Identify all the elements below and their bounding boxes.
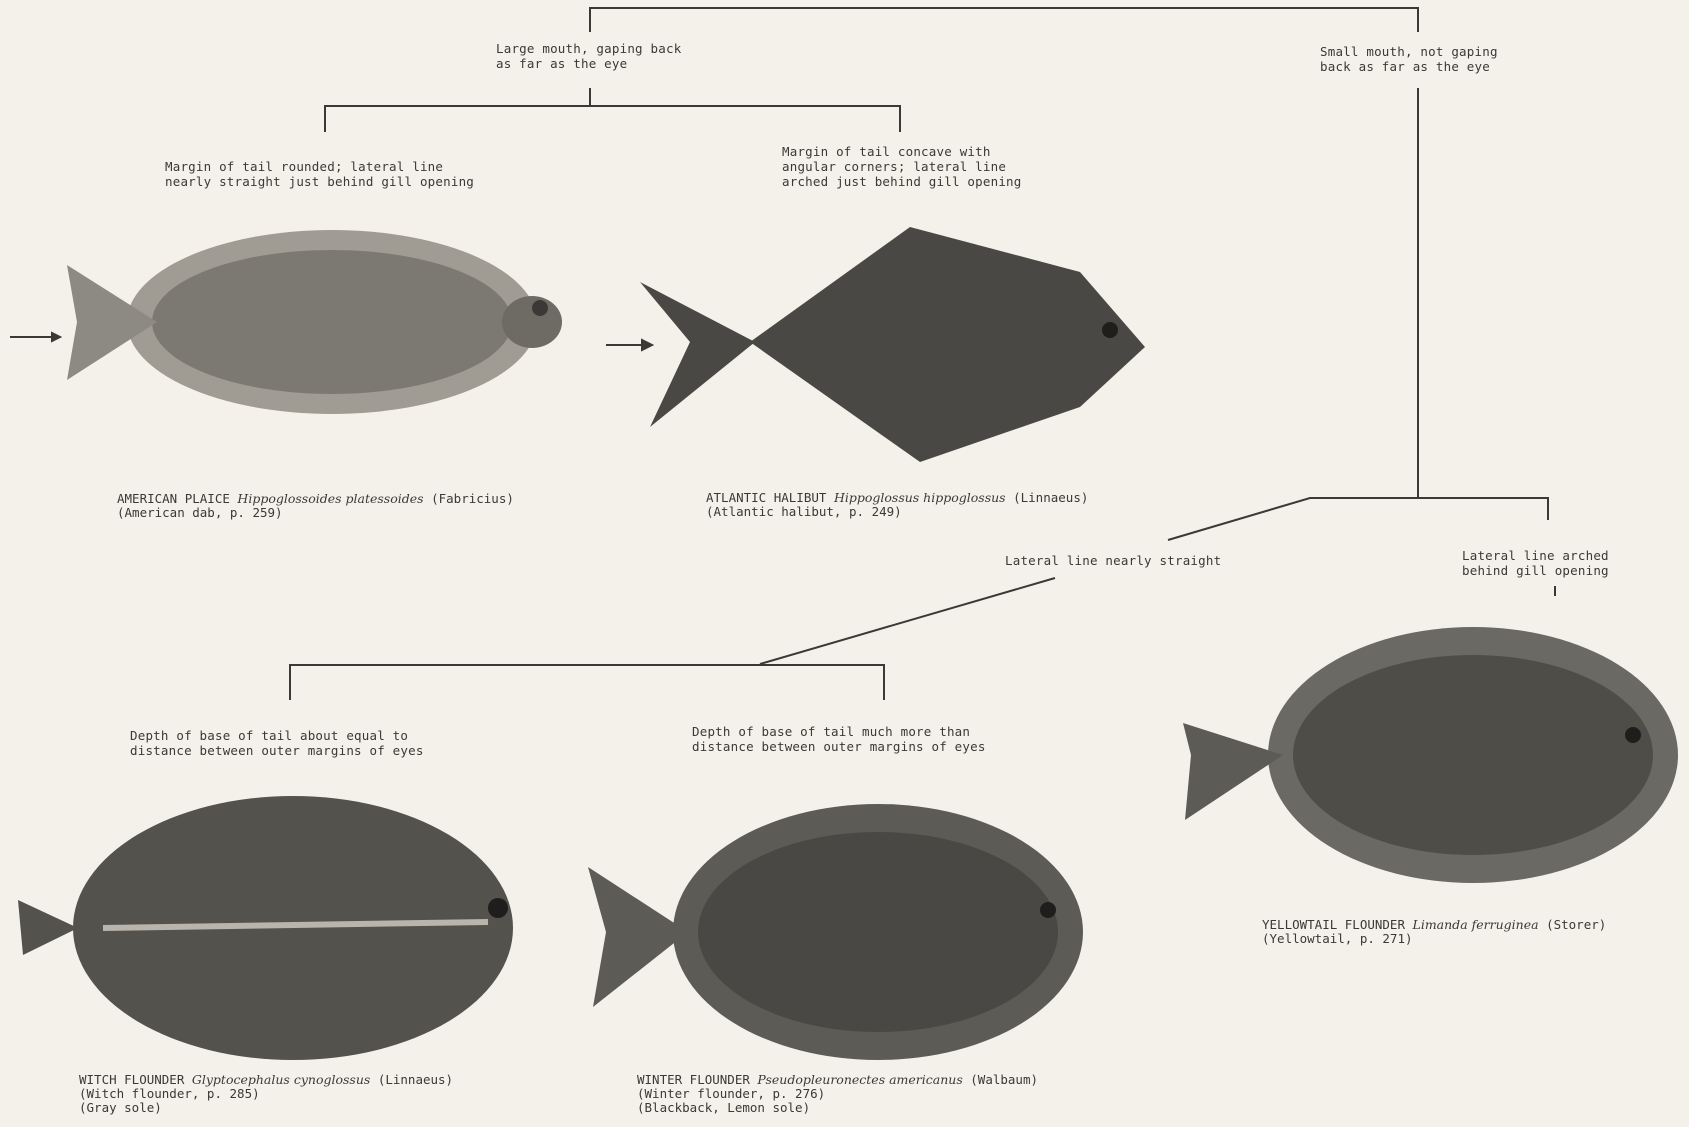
tail-equal-label: Depth of base of tail about equal to dis… bbox=[130, 728, 424, 758]
species-author: (Walbaum) bbox=[970, 1072, 1038, 1087]
species-caption-american-plaice: AMERICAN PLAICE Hippoglossoides platesso… bbox=[117, 492, 514, 520]
species-caption-winter-flounder: WINTER FLOUNDER Pseudopleuronectes ameri… bbox=[637, 1073, 1038, 1115]
tail-rounded-label: Margin of tail rounded; lateral line nea… bbox=[165, 159, 474, 189]
atlantic-halibut-illustration bbox=[640, 222, 1160, 467]
species-scientific-name: Hippoglossoides platessoides bbox=[237, 491, 423, 506]
american-plaice-illustration bbox=[62, 210, 582, 440]
species-other-names: (Blackback, Lemon sole) bbox=[637, 1100, 810, 1115]
species-common-name: AMERICAN PLAICE bbox=[117, 491, 230, 506]
species-scientific-name: Glyptocephalus cynoglossus bbox=[192, 1072, 370, 1087]
species-common-name: WITCH FLOUNDER bbox=[79, 1072, 184, 1087]
small-mouth-label: Small mouth, not gaping back as far as t… bbox=[1320, 44, 1498, 74]
tail-more-label: Depth of base of tail much more than dis… bbox=[692, 724, 986, 754]
tail-concave-label: Margin of tail concave with angular corn… bbox=[782, 144, 1022, 189]
species-scientific-name: Hippoglossus hippoglossus bbox=[834, 490, 1006, 505]
species-reference: (Winter flounder, p. 276) bbox=[637, 1086, 825, 1101]
species-reference: (American dab, p. 259) bbox=[117, 505, 283, 520]
species-author: (Storer) bbox=[1546, 917, 1606, 932]
species-common-name: WINTER FLOUNDER bbox=[637, 1072, 750, 1087]
species-caption-witch-flounder: WITCH FLOUNDER Glyptocephalus cynoglossu… bbox=[79, 1073, 453, 1115]
witch-flounder-illustration bbox=[18, 790, 538, 1080]
species-reference: (Atlantic halibut, p. 249) bbox=[706, 504, 902, 519]
lateral-straight-label: Lateral line nearly straight bbox=[1005, 553, 1221, 568]
species-other-names: (Gray sole) bbox=[79, 1100, 162, 1115]
species-author: (Linnaeus) bbox=[378, 1072, 453, 1087]
species-reference: (Yellowtail, p. 271) bbox=[1262, 931, 1413, 946]
yellowtail-flounder-illustration bbox=[1183, 615, 1688, 895]
winter-flounder-illustration bbox=[588, 782, 1113, 1082]
species-scientific-name: Pseudopleuronectes americanus bbox=[757, 1072, 962, 1087]
lateral-arched-label: Lateral line arched behind gill opening bbox=[1462, 548, 1609, 578]
species-common-name: ATLANTIC HALIBUT bbox=[706, 490, 826, 505]
species-author: (Fabricius) bbox=[431, 491, 514, 506]
species-common-name: YELLOWTAIL FLOUNDER bbox=[1262, 917, 1405, 932]
species-reference: (Witch flounder, p. 285) bbox=[79, 1086, 260, 1101]
species-caption-yellowtail-flounder: YELLOWTAIL FLOUNDER Limanda ferruginea (… bbox=[1262, 918, 1606, 946]
species-caption-atlantic-halibut: ATLANTIC HALIBUT Hippoglossus hippogloss… bbox=[706, 491, 1088, 519]
species-author: (Linnaeus) bbox=[1013, 490, 1088, 505]
large-mouth-label: Large mouth, gaping back as far as the e… bbox=[496, 41, 681, 71]
species-scientific-name: Limanda ferruginea bbox=[1413, 917, 1539, 932]
